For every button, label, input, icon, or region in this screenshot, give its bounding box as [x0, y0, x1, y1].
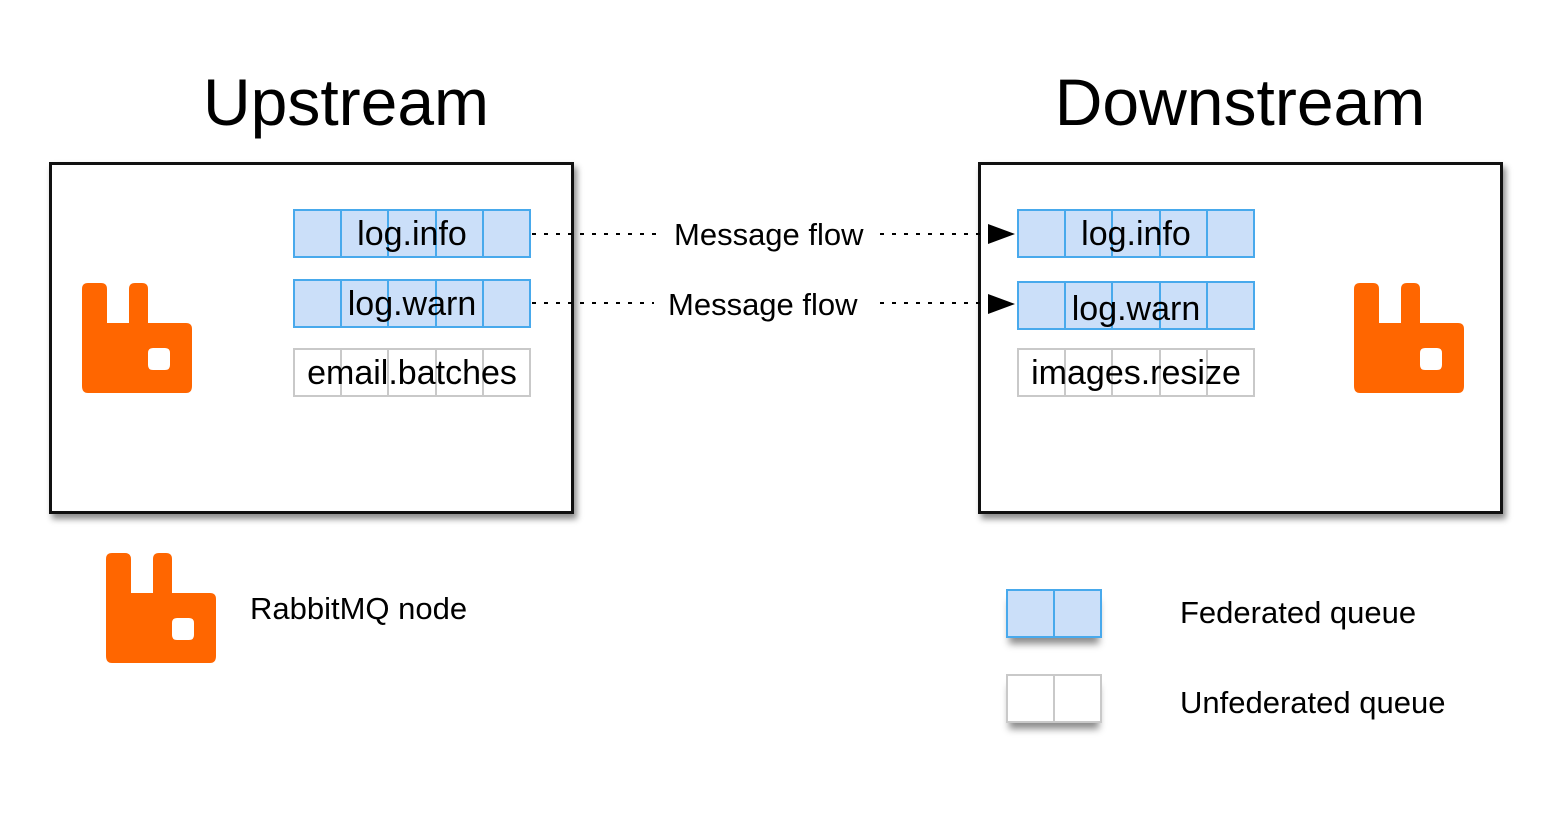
queue-label: log.info	[1081, 214, 1191, 253]
upstream-queue-email-batches[interactable]: email.batches	[293, 348, 531, 397]
queue-label: images.resize	[1031, 353, 1241, 392]
legend-federated-label: Federated queue	[1180, 595, 1417, 630]
queue-label: email.batches	[307, 353, 517, 392]
flow-label-2: Message flow	[654, 287, 872, 323]
rabbitmq-logo-icon	[1354, 283, 1464, 393]
queue-label: log.info	[357, 214, 467, 253]
downstream-heading: Downstream	[1054, 65, 1426, 139]
upstream-heading: Upstream	[202, 65, 490, 139]
downstream-queue-log-warn[interactable]: log.warn	[1017, 281, 1255, 330]
upstream-queue-log-warn[interactable]: log.warn	[293, 279, 531, 328]
queue-label: log.warn	[1071, 289, 1201, 328]
upstream-queue-log-info[interactable]: log.info	[293, 209, 531, 258]
downstream-queue-log-info[interactable]: log.info	[1017, 209, 1255, 258]
legend-rabbitmq-logo-icon	[106, 553, 216, 663]
queue-label: log.warn	[347, 284, 477, 323]
flow-label-1: Message flow	[660, 217, 878, 253]
legend-node-label: RabbitMQ node	[250, 591, 468, 626]
legend-unfederated-label: Unfederated queue	[1180, 685, 1446, 720]
legend-federated-queue	[1006, 589, 1102, 638]
legend-unfederated-queue	[1006, 674, 1102, 723]
downstream-queue-images-resize[interactable]: images.resize	[1017, 348, 1255, 397]
rabbitmq-logo-icon	[82, 283, 192, 393]
